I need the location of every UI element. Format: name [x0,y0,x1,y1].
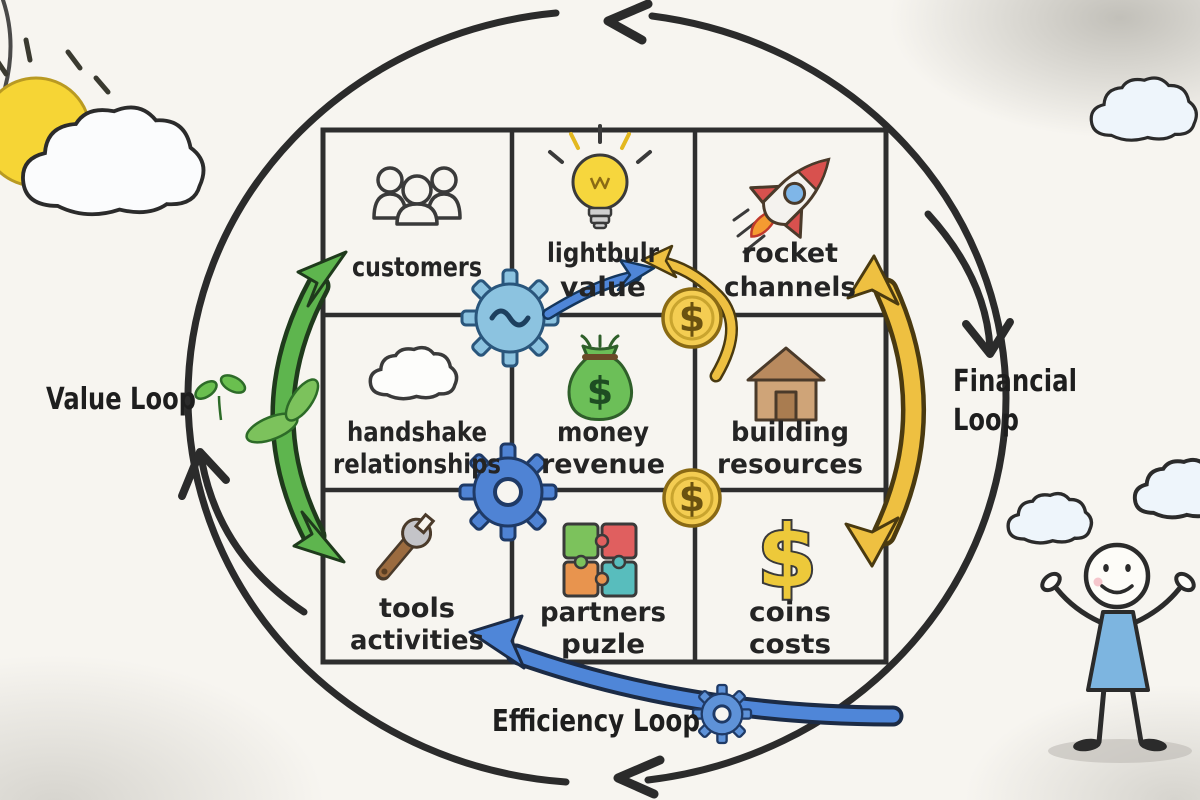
pencil-stroke-corner [1,0,13,90]
cell-label-costs-line2: costs [749,629,831,660]
house-icon [746,346,826,422]
cell-label-relationships-line1: handshake [347,417,487,448]
foot [1073,738,1101,752]
dollar-glyph: $ [679,476,705,520]
rocket-icon [732,157,831,254]
figure-shadow [1048,739,1192,763]
gear-icon [458,442,558,542]
efficiency-loop-arrow [468,614,904,727]
value-loop-label: Value Loop [46,382,196,417]
sprout-icon [194,374,247,421]
cell-label-resources-line1: building [731,417,849,448]
coin-icon: $ [661,287,723,349]
cell-label-customers: customers [352,252,482,283]
lightbulb-icon [548,124,652,230]
dollar-glyph: $ [679,296,705,340]
figure-head [1083,542,1151,610]
cell-label-partners-line2: puzle [561,629,645,660]
arrowhead-up [846,254,900,306]
puzzle-icon [562,522,638,598]
cell-label-activities-line2: activities [350,625,484,656]
arrowhead-down [292,510,346,564]
inner-left-arc [198,458,308,616]
hand [1174,571,1196,593]
cell-label-value-line1: lightbulr [547,238,660,269]
leaf-icon [245,378,320,444]
arrowhead-down [844,516,900,568]
arrowhead-top [603,0,653,45]
financial-loop-label-line1: Financial [953,364,1077,399]
coin-icon: $ [662,468,722,528]
cell-label-channels-line2: channels [724,272,856,303]
cell-label-partners-line1: partners [540,597,666,628]
efficiency-loop-label: Efficiency Loop [492,704,700,739]
canvas-grid [320,127,889,665]
dollar-sign-icon: $ [757,507,817,607]
cell-label-relationships-line2: relationships [333,449,501,480]
cell-label-activities-line1: tools [379,593,455,624]
pencil-smudge-bottom-left [0,655,325,800]
arrowhead-left-up [178,448,230,500]
cell-label-revenue-line1: money [557,417,649,448]
financial-loop-arrow [844,254,926,568]
cheek-blush [1093,577,1103,587]
people-icon [372,166,462,226]
cell-label-channels-line1: rocket [742,238,838,269]
gear-to-value-arrow [542,258,656,320]
arrowhead-left [640,244,678,279]
financial-loop-label-line2: Loop [953,403,1019,438]
cell-labels: customers lightbulr value rocket channel… [333,238,863,660]
foot [1139,738,1167,752]
cell-label-value-line2: value [560,272,646,303]
inner-right-arc [924,210,994,352]
coin-to-value-arrow [640,244,738,383]
figure-body [1086,610,1150,692]
arrowhead-right [616,258,656,292]
wrench-icon [375,512,436,581]
arrowhead-right-down [962,318,1014,358]
cell-label-revenue-line2: revenue [541,449,665,480]
stick-figure [1040,542,1196,763]
cell-label-costs-line1: coins [749,597,831,628]
arrowhead-bottom [613,755,665,799]
hand [1040,571,1062,593]
arrowhead-up [296,250,348,308]
value-loop-arrow [194,250,348,564]
dollar-glyph: $ [587,369,613,413]
cell-label-resources-line2: resources [717,449,863,480]
smile [1100,584,1134,595]
money-bag-icon: $ [567,334,634,421]
gear-icon [691,683,753,745]
arrowhead-left-up [468,614,526,670]
